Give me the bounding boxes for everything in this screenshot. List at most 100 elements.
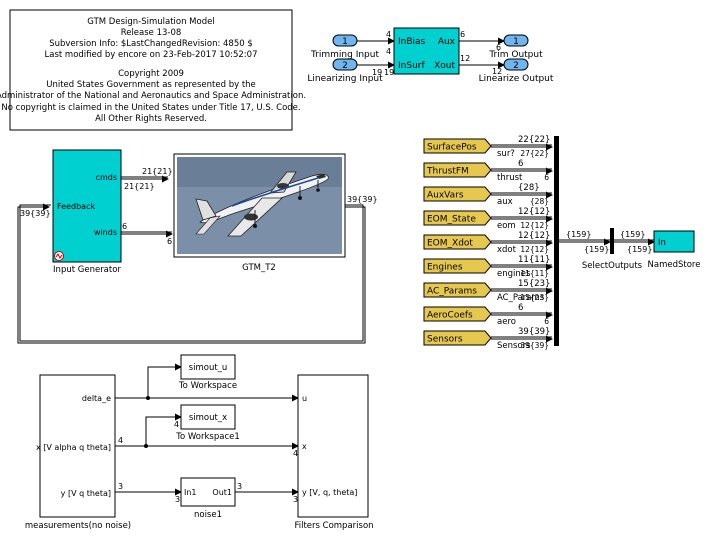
signal-width-label: 4 <box>386 47 391 56</box>
goto-tag-ac-params[interactable] <box>423 282 492 298</box>
trim-linearize-block[interactable] <box>393 27 460 75</box>
inport-2-label: Linearizing Input <box>307 74 383 84</box>
goto-tag-label: AC_Params <box>427 287 477 297</box>
to-workspace1-block[interactable] <box>180 404 236 430</box>
port-label-x: x [V alpha q theta] <box>36 443 111 452</box>
noise-out-label: Out1 <box>212 488 232 497</box>
signal-width-label: 6 <box>544 317 549 326</box>
select-outputs-label: SelectOutputs <box>582 261 643 271</box>
input-generator-block[interactable] <box>52 149 122 263</box>
port-label-winds: winds <box>94 228 117 237</box>
goto-tag-thrustfm[interactable] <box>423 162 492 178</box>
signal-width-label: 4 <box>386 30 391 39</box>
signal-width-label: 21{21} <box>142 167 173 176</box>
trim-subsystem: 1 Trimming Input 2 Linearizing Input 4 4… <box>307 27 554 84</box>
goto-tag-label: AuxVars <box>427 191 464 201</box>
noise-block[interactable] <box>180 477 236 507</box>
main-loop: Feedback cmds winds Input Generator 21{2… <box>17 149 378 344</box>
goto-tag-engines[interactable] <box>423 258 492 274</box>
bus-selector-section: SurfacePos22{22}sur?27{22}ThrustFM6thrus… <box>423 135 701 351</box>
goto-tag-eom-xdot[interactable] <box>423 234 492 250</box>
info-block: GTM Design-Simulation Model Release 13-0… <box>0 9 306 131</box>
signal-width-label: 3 <box>293 495 298 504</box>
filters-comparison-block[interactable] <box>297 374 369 518</box>
port-label-x-in: x <box>302 442 307 451</box>
signal-width-label: 15{23} <box>518 279 550 289</box>
goto-tag-sensors[interactable] <box>423 330 492 346</box>
to-workspace-label: To Workspace <box>178 381 237 391</box>
signal-width-label: 6 <box>544 173 549 182</box>
gtm-t2-block[interactable] <box>173 153 346 258</box>
signal-width-label: {28} <box>530 197 549 206</box>
measurements-block[interactable] <box>39 374 116 518</box>
signal-width-label: 4 <box>293 449 298 458</box>
signal-width-label: 12{12} <box>520 221 549 230</box>
signal-width-label: {159} <box>620 230 645 239</box>
outport-1[interactable] <box>503 34 529 47</box>
goto-tag-label: AeroCoefs <box>427 311 473 321</box>
to-workspace-block[interactable] <box>180 354 236 380</box>
port-label-inbias: InBias <box>398 37 426 47</box>
info-line: Administrator of the National and Aerona… <box>0 91 306 101</box>
aircraft-image <box>195 171 329 237</box>
signal-width-label: 22{22} <box>518 135 550 145</box>
signal-width-label: 6 <box>518 303 523 313</box>
input-generator-label: Input Generator <box>53 265 121 275</box>
goto-tag-label: EOM_State <box>427 215 476 225</box>
goto-tag-label: EOM_Xdot <box>427 239 473 249</box>
measurements-label: measurements(no noise) <box>25 521 131 531</box>
named-store-label: NamedStore <box>648 260 701 270</box>
signal-width-label: 12 <box>492 67 502 76</box>
signal-width-label: 3 <box>175 495 180 504</box>
signal-width-label: 12{12} <box>518 231 550 241</box>
info-line: GTM Design-Simulation Model <box>87 17 214 27</box>
outport-1-label: Trim Output <box>488 50 543 60</box>
port-label-insurf: InSurf <box>398 61 425 71</box>
info-line: Release 13-08 <box>121 28 182 38</box>
signal-name-label: thrust <box>497 173 523 183</box>
bus-creator-bar[interactable] <box>554 136 559 346</box>
feedback-loop <box>17 203 366 344</box>
outport-2[interactable] <box>503 58 529 71</box>
port-label-u: u <box>302 394 307 403</box>
named-store-block[interactable] <box>653 230 695 253</box>
signal-name-label: AC_Params <box>497 293 545 303</box>
signal-width-label: 4 <box>118 436 123 445</box>
goto-tag-auxvars[interactable] <box>423 186 492 202</box>
inport-1-label: Trimming Input <box>310 50 379 60</box>
goto-tag-label: Engines <box>427 263 463 273</box>
noise-label: noise1 <box>194 510 222 520</box>
inport-2-number: 2 <box>342 61 348 71</box>
info-line: United States Government as represented … <box>46 80 256 90</box>
signal-width-label: 6 <box>496 43 501 52</box>
goto-tag-aerocoefs[interactable] <box>423 306 492 322</box>
simout-u-text: simout_u <box>189 363 228 373</box>
info-line: All Other Rights Reserved. <box>95 114 207 124</box>
to-workspace1-label: To Workspace1 <box>175 432 240 442</box>
signal-name-label: aero <box>497 317 516 327</box>
outport-2-label: Linearize Output <box>479 74 554 84</box>
signal-width-label: 6 <box>460 30 465 39</box>
signal-width-label: 21{21} <box>124 182 155 191</box>
gtm-t2-label: GTM_T2 <box>242 263 276 273</box>
signal-width-label: 6 <box>167 237 172 246</box>
goto-tag-eom-state[interactable] <box>423 210 492 226</box>
signal-name-label: xdot <box>497 245 517 255</box>
signal-width-label: 19 <box>384 68 394 77</box>
port-label-xout: Xout <box>434 61 455 71</box>
signal-width-label: {28} <box>518 183 540 193</box>
outport-2-number: 2 <box>513 61 519 71</box>
signal-width-label: 39{39} <box>20 209 51 218</box>
goto-tag-label: ThrustFM <box>426 167 469 177</box>
goto-tags: SurfacePos22{22}sur?27{22}ThrustFM6thrus… <box>423 135 553 351</box>
signal-name-label: engines <box>497 269 531 279</box>
signal-width-label: 12{12} <box>518 207 550 217</box>
goto-tag-label: SurfacePos <box>427 143 477 153</box>
select-outputs-block[interactable] <box>610 228 614 254</box>
signal-width-label: {159} <box>566 230 591 239</box>
inport-1-number: 1 <box>342 37 348 47</box>
goto-tag-surfacepos[interactable] <box>423 138 492 154</box>
filters-section: delta_e x [V alpha q theta] y [V q theta… <box>25 354 374 531</box>
signal-name-label: sur? <box>497 149 515 159</box>
signal-width-label: {159} <box>627 245 652 254</box>
